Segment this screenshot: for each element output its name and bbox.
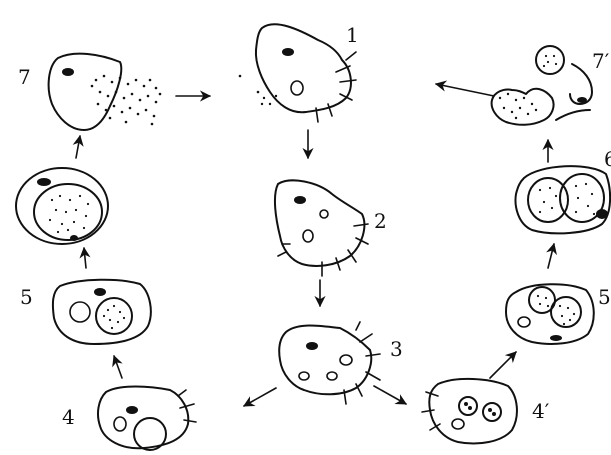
vacuole [291,81,303,95]
nucleus [37,178,51,186]
cell-stage-1 [239,24,356,122]
cell-stage-4 [98,387,196,451]
cyst-2 [551,297,581,327]
arrow-3-to-4p [374,386,406,404]
scattered-particles [239,75,277,106]
vacuole [340,355,352,365]
cell-stage-5p [506,284,594,344]
stage-label-7: 7 [18,65,31,89]
released-spores [91,75,162,126]
vacuole [518,317,530,327]
nucleus [126,406,138,414]
stage-label-3: 3 [390,337,403,361]
nucleus-ring-1 [459,397,477,415]
vacuole [70,302,90,322]
cyst [134,418,166,450]
nucleus [306,342,318,350]
released-spores [499,93,537,119]
vacuole [114,417,126,431]
cell-stage-3 [279,322,380,404]
nucleus-ring-2 [483,403,501,421]
nucleus [294,196,306,204]
stage-label-7p: 7′ [592,49,610,73]
arrow-6-to-7-left [76,136,80,158]
stage-label-5: 5 [20,285,33,309]
cell-stage-6 [516,166,611,233]
stage-label-2: 2 [374,209,387,233]
nucleus-2 [70,235,78,241]
arrow-5-to-6-left [84,248,86,268]
stage-label-6: 6 [604,147,611,171]
nucleus [94,288,106,296]
cell-stage-4p [422,379,517,444]
cyst [96,298,132,334]
nucleus [596,209,608,219]
vacuole [303,230,313,242]
cyst-granules [537,295,575,325]
cyst-floating [536,46,564,74]
cyst-granules [103,305,125,329]
cell-stage-6-left [16,168,108,244]
cyst-1 [528,178,568,222]
nucleus [550,335,562,341]
cell-stage-7p [492,46,592,125]
arrow-4p-to-5p [490,352,516,378]
arrow-5p-to-6 [548,244,554,268]
cell-stage-2 [275,180,368,276]
cell-stage-7 [49,54,162,130]
arrow-3-to-4 [244,388,276,406]
stage-label-5p: 5 [598,285,611,309]
nucleus [62,68,74,76]
vacuole-3 [299,372,309,380]
cell-outline [16,168,108,244]
vacuole [452,419,464,429]
stage-label-4p: 4′ [532,399,550,423]
nucleus [577,97,587,103]
stage-label-4: 4 [62,405,75,429]
cyst [34,184,102,240]
arrow-7p-release [436,84,494,96]
stage-label-1: 1 [346,23,359,47]
small-vacuole [320,210,328,218]
cyst-granules [543,55,557,67]
nucleus [282,48,294,56]
cell-stage-5 [53,280,151,344]
vacuole-2 [327,372,337,380]
cyst-granules [49,195,89,233]
arrow-4-to-5 [114,356,122,378]
